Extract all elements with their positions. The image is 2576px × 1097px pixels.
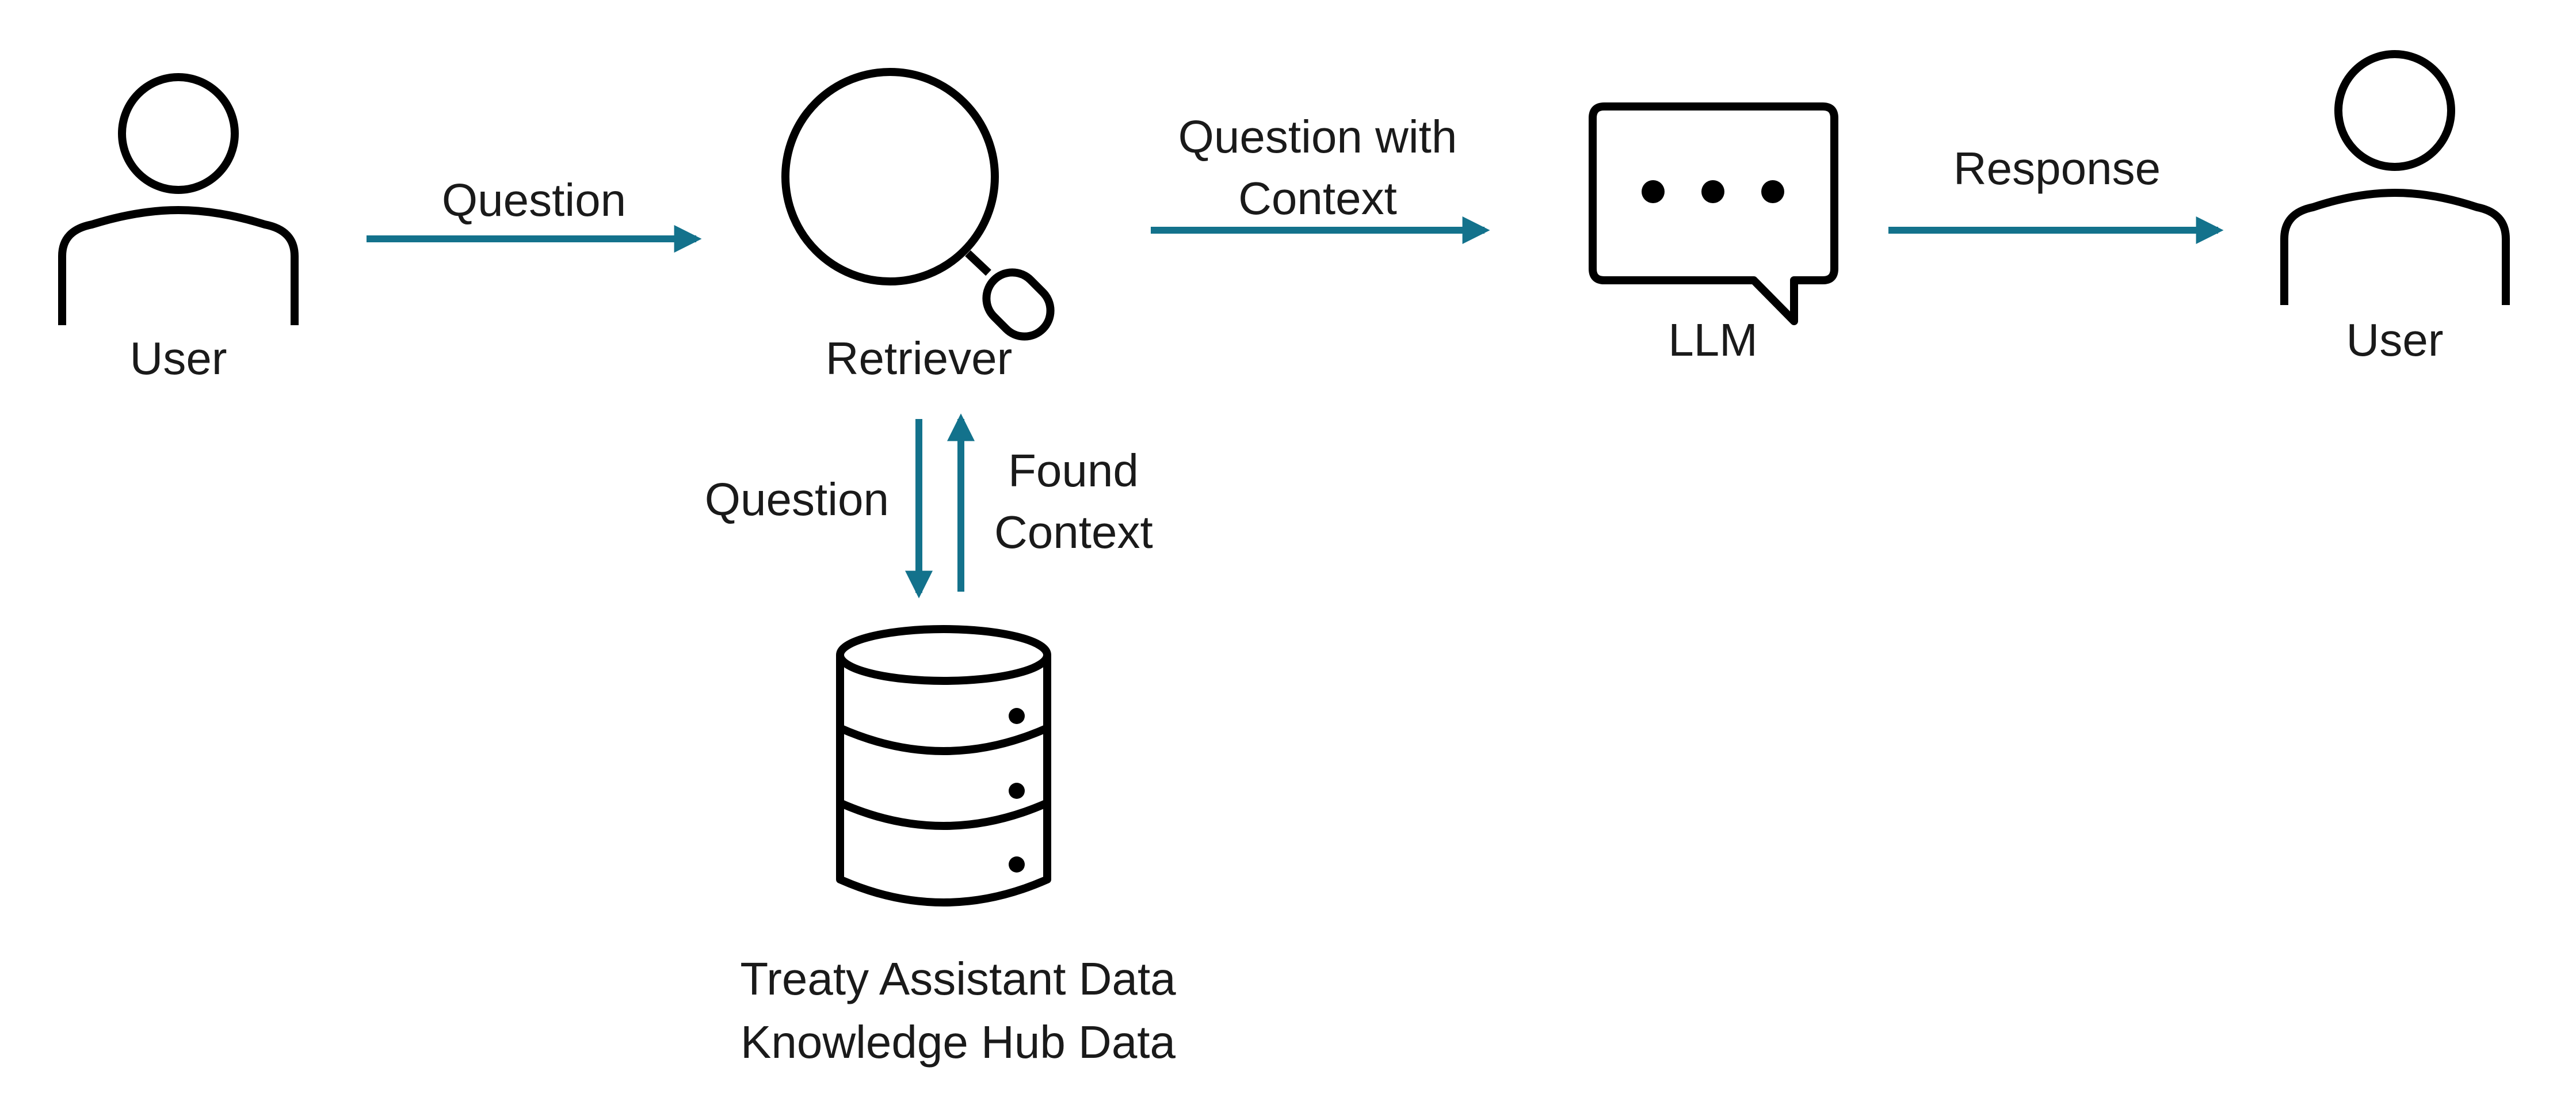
user-right-node: User: [2280, 50, 2510, 365]
retriever-label: Retriever: [826, 333, 1013, 384]
db-led-3: [1009, 856, 1025, 873]
database-label-line2: Knowledge Hub Data: [741, 1016, 1176, 1068]
edge-db-to-retriever: Found Context: [947, 413, 1153, 592]
db-led-1: [1009, 708, 1025, 724]
edge-retriever-to-llm-label-line1: Question with: [1178, 111, 1457, 162]
retriever-node: Retriever: [781, 68, 1055, 384]
user-left-node: User: [58, 73, 299, 384]
edge-db-to-retriever-label-line2: Context: [994, 506, 1153, 558]
edge-llm-to-user-label: Response: [1953, 143, 2161, 194]
edge-retriever-to-db: Question: [705, 419, 933, 599]
edge-user-to-retriever-label: Question: [442, 174, 626, 226]
database-label-line1: Treaty Assistant Data: [740, 953, 1176, 1004]
user-right-label: User: [2346, 314, 2444, 365]
edge-retriever-to-db-label: Question: [705, 474, 889, 525]
database-icon: [836, 625, 1051, 906]
edge-retriever-to-llm-label-line2: Context: [1238, 173, 1397, 224]
user-icon: [2280, 50, 2510, 305]
chat-dot-1: [1642, 180, 1665, 203]
database-node: Treaty Assistant Data Knowledge Hub Data: [740, 625, 1176, 1068]
chat-dot-3: [1761, 180, 1784, 203]
edge-db-to-retriever-label-line1: Found: [1008, 445, 1139, 496]
db-led-2: [1009, 783, 1025, 799]
magnifier-icon: [781, 68, 1055, 341]
user-left-label: User: [130, 333, 227, 384]
user-icon: [58, 73, 299, 325]
llm-label: LLM: [1668, 314, 1758, 365]
edge-llm-to-user: Response: [1888, 143, 2224, 244]
llm-node: LLM: [1589, 102, 1838, 365]
chat-dot-2: [1701, 180, 1724, 203]
edge-retriever-to-llm: Question with Context: [1151, 111, 1490, 244]
chat-bubble-icon: [1589, 102, 1838, 325]
edge-user-to-retriever: Question: [367, 174, 702, 253]
